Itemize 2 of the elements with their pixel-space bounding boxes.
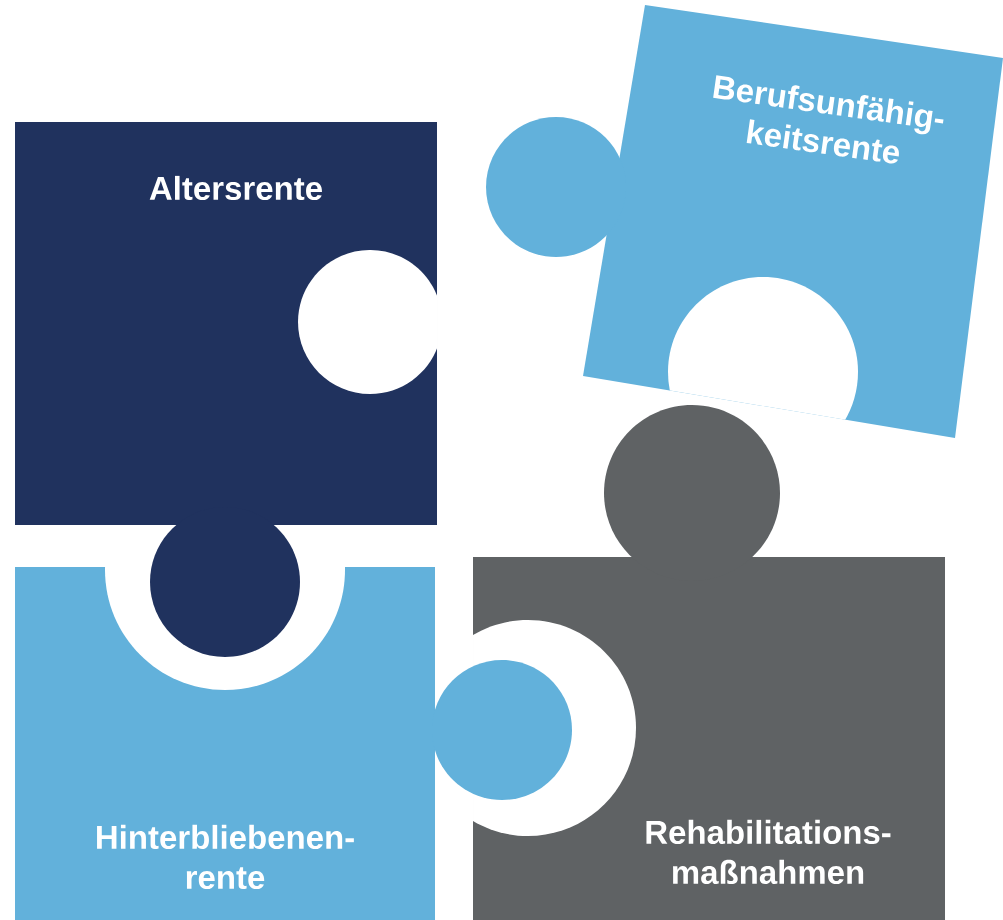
puzzle-piece: Hinterbliebenen- rente — [15, 567, 572, 920]
puzzle-piece: Altersrente — [15, 122, 437, 657]
